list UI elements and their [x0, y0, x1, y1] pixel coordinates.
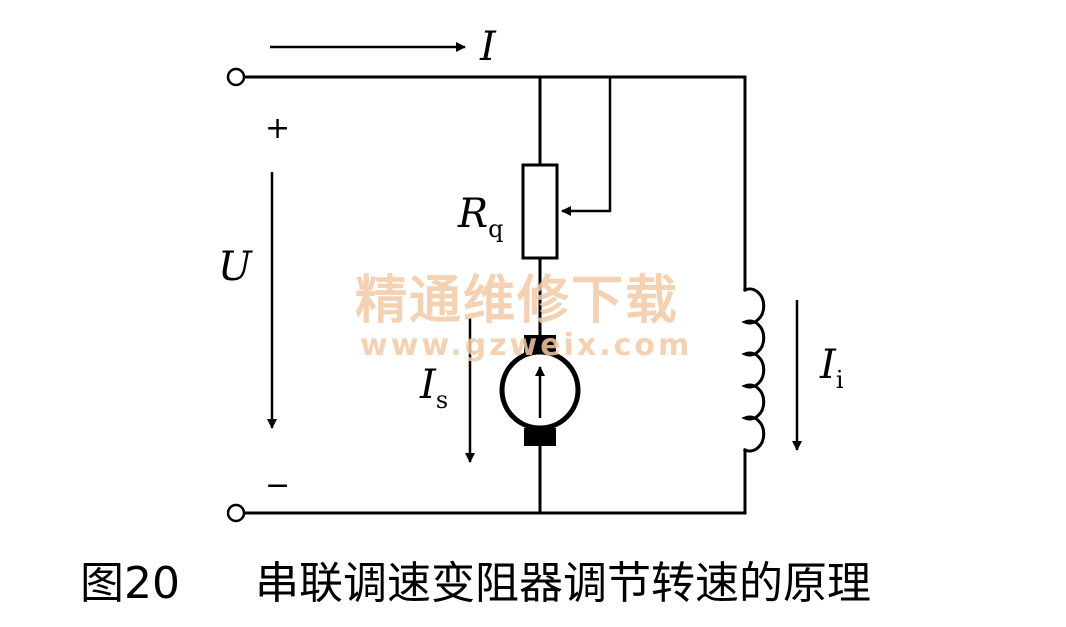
watermark-url: www.gzweix.com: [360, 328, 692, 363]
minus-sign: −: [265, 468, 290, 503]
resistor-label: Rq: [457, 191, 504, 243]
voltage-label: U: [218, 244, 253, 290]
series-resistor: [521, 163, 559, 260]
field-current-label: Ii: [819, 342, 844, 394]
armature-current-label: Is: [419, 362, 448, 414]
total-current-label: I: [479, 24, 497, 70]
figure-caption: 图20 串联调速变阻器调节转速的原理: [80, 558, 871, 609]
negative-terminal: [226, 503, 246, 523]
motor-brush-top: [524, 335, 556, 353]
figure-number: 图20: [80, 558, 180, 609]
figure-title: 串联调速变阻器调节转速的原理: [255, 558, 871, 609]
positive-terminal: [226, 67, 246, 87]
watermark-brand: 精通维修下载: [355, 271, 679, 331]
rheostat-slider-wire: [561, 77, 612, 216]
field-winding-coil: [741, 287, 766, 453]
plus-sign: +: [265, 111, 290, 146]
motor-brush-bottom: [524, 428, 556, 446]
